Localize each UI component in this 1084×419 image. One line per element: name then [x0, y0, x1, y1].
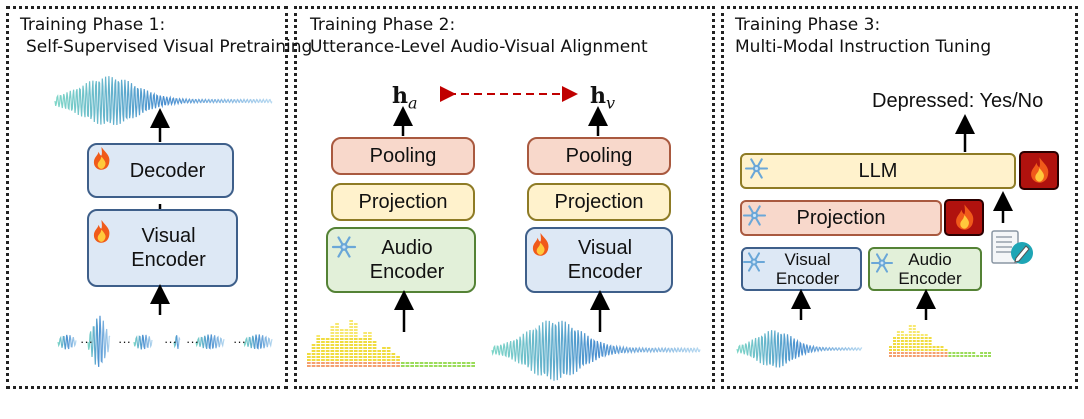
panel-phase-1 — [6, 6, 288, 389]
mask-ellipsis-5: ··· — [233, 334, 246, 349]
waveform-phase-1-input-segment-2 — [87, 315, 111, 367]
fire-icon-visual-encoder-phase-1 — [93, 220, 110, 243]
pooling-label-audio: Pooling — [369, 145, 437, 167]
waveform-phase-1-input-segment-4 — [173, 335, 181, 349]
panel-phase-3 — [721, 6, 1078, 389]
fire-icon-decoder — [93, 147, 110, 170]
visual-encoder-label-phase-3: Visual Encoder — [775, 250, 840, 288]
phase-1-title: Training Phase 1: Self-Supervised Visual… — [20, 14, 312, 58]
waveform-phase-1-input-segment-1 — [57, 334, 77, 350]
visual-encoder-label-phase-2: Visual Encoder — [567, 237, 643, 283]
snowflake-icon-projection-phase-3 — [742, 205, 767, 226]
h-v-base: h — [590, 83, 606, 109]
fire-icon-projection-phase-3-flame — [956, 204, 974, 230]
spectrum-phase-2-audio — [307, 320, 475, 367]
spectrum-phase-3-audio — [889, 325, 991, 357]
h-v-label: hv — [590, 83, 615, 112]
waveform-phase-1-input-segment-6 — [243, 334, 273, 350]
llm-label: LLM — [858, 160, 898, 182]
pooling-box-visual: Pooling — [527, 137, 671, 175]
phase-3-title: Training Phase 3: Multi-Modal Instructio… — [735, 14, 991, 58]
fire-icon-visual-encoder-phase-2 — [532, 233, 549, 256]
audio-encoder-box-phase-2: Audio Encoder — [326, 227, 476, 293]
pooling-label-visual: Pooling — [565, 145, 633, 167]
phase-3-title-line1: Training Phase 3: — [735, 15, 881, 35]
mask-ellipsis-4: ··· — [186, 334, 199, 349]
snowflake-icon-audio-encoder-phase-2 — [331, 236, 357, 258]
projection-box-audio: Projection — [331, 183, 475, 221]
phase-2-title-line1: Training Phase 2: — [310, 15, 456, 35]
decoder-label: Decoder — [129, 159, 206, 182]
panel-phase-2 — [294, 6, 715, 389]
llm-box: LLM — [740, 153, 1016, 189]
projection-label-phase-3: Projection — [796, 207, 886, 229]
pooling-box-audio: Pooling — [331, 137, 475, 175]
document-pen-icon — [991, 230, 1033, 264]
snowflake-icon-llm — [744, 158, 769, 179]
snowflake-icon-audio-encoder-phase-3 — [871, 253, 893, 273]
h-a-label: ha — [392, 83, 418, 112]
phase-1-title-line1: Training Phase 1: — [20, 15, 166, 35]
waveform-phase-3-video — [736, 330, 863, 368]
projection-label-visual: Projection — [554, 191, 644, 213]
output-label: Depressed: Yes/No — [872, 90, 1044, 112]
projection-box-visual: Projection — [527, 183, 671, 221]
mask-ellipsis-1: ··· — [80, 334, 93, 349]
snowflake-icon-visual-encoder-phase-3 — [743, 252, 765, 272]
mask-ellipsis-2: ··· — [118, 334, 131, 349]
waveform-group: ··· ··· ··· ··· ··· — [54, 76, 863, 381]
h-a-sub: a — [408, 93, 418, 113]
h-v-sub: v — [606, 93, 616, 113]
projection-box-phase-3: Projection — [740, 200, 942, 236]
phase-2-title: Training Phase 2: Utterance-Level Audio-… — [310, 14, 648, 58]
phase-1-title-line2: Self-Supervised Visual Pretraining — [26, 37, 313, 57]
decoder-box: Decoder — [87, 143, 234, 198]
waveform-phase-2-video — [491, 320, 701, 381]
spectrum-group — [307, 320, 991, 367]
h-a-base: h — [392, 83, 408, 109]
visual-encoder-box-phase-1: Visual Encoder — [87, 209, 238, 287]
projection-label-audio: Projection — [358, 191, 448, 213]
fire-icon-llm-adapter-flame — [1031, 157, 1049, 183]
audio-encoder-label-phase-2: Audio Encoder — [369, 237, 445, 283]
phase-3-title-line2: Multi-Modal Instruction Tuning — [735, 37, 992, 57]
waveform-phase-1-input-segment-3 — [133, 334, 153, 350]
visual-encoder-label-phase-1: Visual Encoder — [131, 225, 206, 271]
waveform-phase-1-output — [54, 76, 273, 126]
phase-2-title-line2: Utterance-Level Audio-Visual Alignment — [310, 37, 648, 57]
mask-ellipsis-3: ··· — [164, 334, 177, 349]
icon-group — [93, 147, 1059, 273]
waveform-phase-1-input-segment-5 — [195, 334, 225, 350]
audio-encoder-label-phase-3: Audio Encoder — [898, 250, 962, 288]
